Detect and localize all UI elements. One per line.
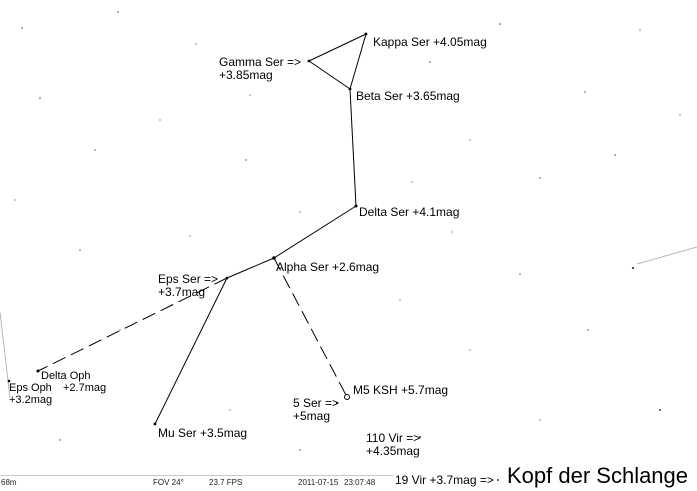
star-19-vir bbox=[497, 479, 499, 481]
label-gamma-ser: Gamma Ser => +3.85mag bbox=[219, 55, 302, 82]
label-110-vir: 110 Vir => +4.35mag bbox=[366, 431, 421, 458]
label-beta-ser: Beta Ser +3.65mag bbox=[356, 89, 460, 103]
label-eps-oph: Eps Oph +3.2mag bbox=[9, 382, 53, 406]
map-title: Kopf der Schlange bbox=[507, 463, 689, 488]
status-fps: 23.7 FPS bbox=[209, 478, 243, 487]
background-stars bbox=[14, 11, 681, 451]
boundary-line-right bbox=[636, 246, 697, 265]
constellation-lines bbox=[37, 33, 367, 425]
label-delta-oph: Delta Oph +2.7mag bbox=[41, 370, 107, 394]
star-delta-ser bbox=[354, 204, 358, 208]
star-5-ser bbox=[336, 402, 338, 404]
m5-cluster-marker[interactable] bbox=[344, 394, 350, 400]
label-19-vir: 19 Vir +3.7mag => bbox=[395, 473, 494, 487]
named-stars bbox=[7, 32, 499, 481]
label-m5-ksh: M5 KSH +5.7mag bbox=[353, 383, 449, 397]
star-delta-oph bbox=[36, 369, 40, 373]
star-beta-ser bbox=[348, 87, 352, 91]
star-eps-ser bbox=[225, 276, 229, 280]
label-delta-ser: Delta Ser +4.1mag bbox=[359, 205, 460, 219]
status-altitude: 68m bbox=[1, 478, 17, 487]
status-fov: FOV 24° bbox=[153, 478, 184, 487]
status-bar: 68m FOV 24° 23.7 FPS 2011-07-15 23:07:48 bbox=[0, 475, 393, 491]
star-gamma-ser bbox=[307, 59, 311, 63]
label-kappa-ser: Kappa Ser +4.05mag bbox=[373, 35, 487, 49]
label-mu-ser: Mu Ser +3.5mag bbox=[158, 426, 248, 440]
label-5-ser: 5 Ser => +5mag bbox=[293, 396, 340, 423]
star-kappa-ser bbox=[364, 32, 368, 36]
boundary-line-left bbox=[0, 311, 11, 399]
star-eps-oph bbox=[7, 379, 11, 383]
star-110-vir bbox=[419, 436, 421, 438]
label-alpha-ser: Alpha Ser +2.6mag bbox=[276, 260, 380, 274]
status-date: 2011-07-15 bbox=[298, 478, 339, 487]
label-eps-ser: Eps Ser => +3.7mag bbox=[158, 272, 219, 299]
star-mu-ser bbox=[153, 422, 157, 426]
star-alpha-ser bbox=[272, 256, 276, 260]
status-time: 23:07:48 bbox=[344, 478, 376, 487]
